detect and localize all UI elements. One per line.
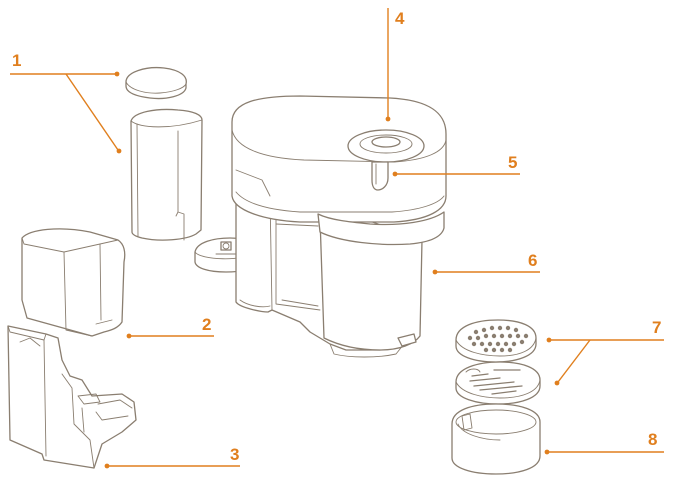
callout-number-7: 7 <box>652 318 661 337</box>
drip-tray-base <box>7 325 137 469</box>
machine-body <box>231 95 447 358</box>
callout-5: 5 <box>392 153 520 177</box>
grid-holes <box>467 325 529 353</box>
callout-6: 6 <box>432 251 540 275</box>
callout-3: 3 <box>104 445 240 469</box>
callout-number-8: 8 <box>648 430 657 449</box>
callout-number-1: 1 <box>12 51 21 70</box>
callout-8: 8 <box>544 430 664 455</box>
callout-number-5: 5 <box>508 153 517 172</box>
capsule-container <box>21 228 126 337</box>
drip-grid-top <box>455 319 537 363</box>
callout-2: 2 <box>126 315 214 339</box>
callout-7: 7 <box>546 318 664 386</box>
callout-number-2: 2 <box>202 315 211 334</box>
callout-number-6: 6 <box>528 251 537 270</box>
callout-number-4: 4 <box>395 9 405 28</box>
water-tank-lid <box>125 66 187 100</box>
callout-1: 1 <box>10 51 122 154</box>
callout-4: 4 <box>385 8 405 122</box>
callout-number-3: 3 <box>230 445 239 464</box>
drip-tray-ring <box>451 403 541 475</box>
water-tank <box>130 108 203 241</box>
drip-grid-bottom <box>455 361 541 405</box>
